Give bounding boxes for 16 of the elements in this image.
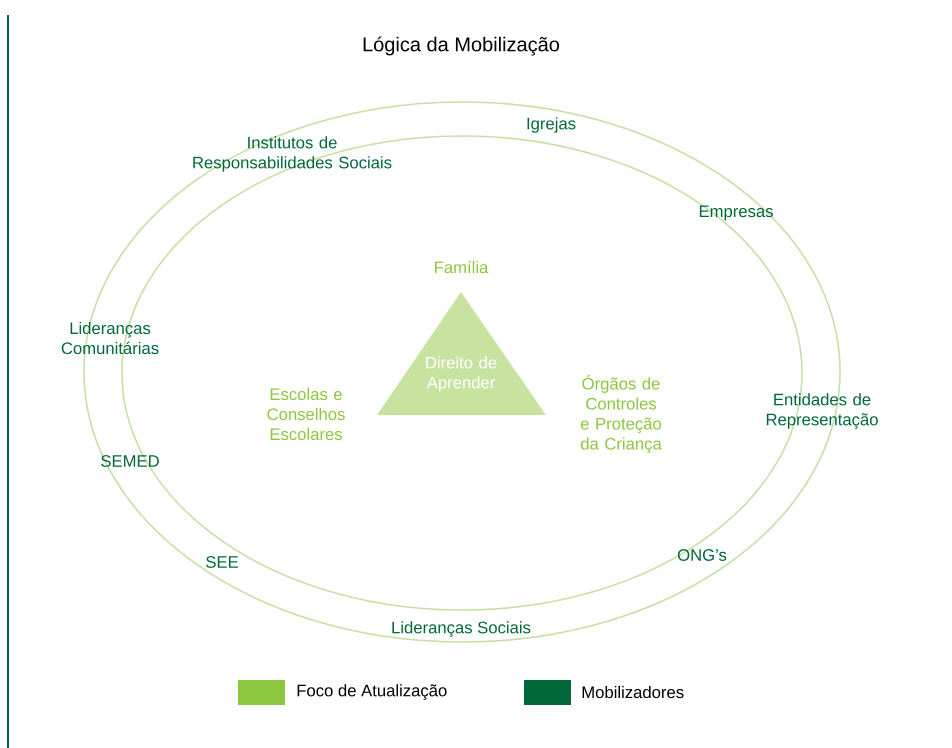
legend-label: Mobilizadores xyxy=(582,686,684,698)
triangle-node: Direito de Aprender xyxy=(377,292,546,415)
ring-label: ONG’s xyxy=(678,549,726,561)
ring-label: Institutos de Responsabilidades Sociais xyxy=(193,136,392,172)
ring-label: Lideranças Comunitárias xyxy=(62,322,158,354)
ring-label: SEE xyxy=(206,556,238,568)
ring-label: SEMED xyxy=(101,455,159,467)
legend-label: Foco de Atualização xyxy=(298,684,447,700)
title: Lógica da Mobilização xyxy=(364,36,560,56)
ring-label: Família xyxy=(435,260,488,274)
ring-label: Empresas xyxy=(700,206,773,220)
ring-label: Escolas e Conselhos Escolares xyxy=(267,388,345,440)
ring-label: Lideranças Sociais xyxy=(392,621,530,637)
ring-label: Entidades de Representação xyxy=(766,393,878,429)
ring-label: Órgãos de Controles e Proteção da Criança xyxy=(580,375,662,453)
ring-label: Igrejas xyxy=(528,117,576,133)
